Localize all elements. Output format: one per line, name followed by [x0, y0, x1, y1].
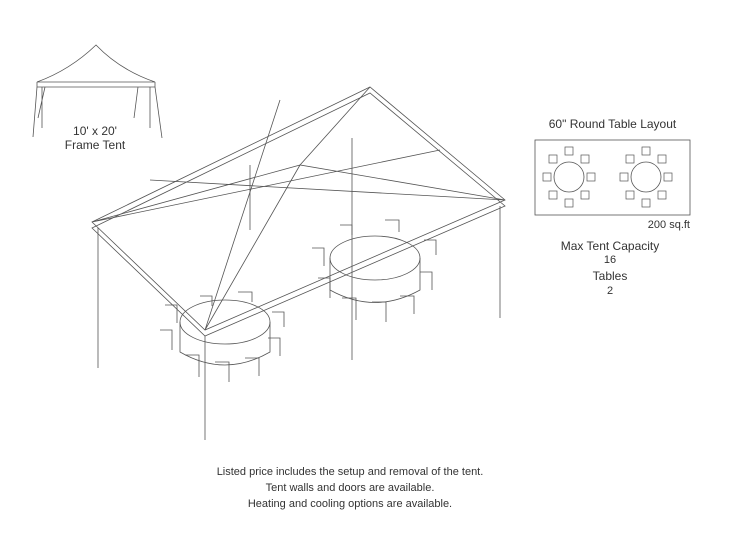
- capacity-label: Max Tent Capacity: [560, 239, 660, 253]
- tables-label: Tables: [592, 269, 628, 283]
- small-tent-icon: [32, 44, 163, 139]
- layout-title: 60" Round Table Layout: [548, 117, 677, 131]
- note-3: Heating and cooling options are availabl…: [247, 498, 453, 510]
- large-tent-frame: [91, 86, 506, 440]
- tables-value: 2: [606, 285, 614, 297]
- layout-diagram: [534, 139, 691, 216]
- table-1: [160, 291, 285, 382]
- table-2: [312, 219, 437, 322]
- note-1: Listed price includes the setup and remo…: [216, 466, 484, 478]
- small-tent-type: Frame Tent: [64, 138, 126, 152]
- note-2: Tent walls and doors are available.: [265, 482, 435, 494]
- capacity-value: 16: [603, 254, 617, 266]
- small-tent-size: 10' x 20': [73, 124, 117, 138]
- layout-area: 200 sq.ft: [647, 219, 690, 231]
